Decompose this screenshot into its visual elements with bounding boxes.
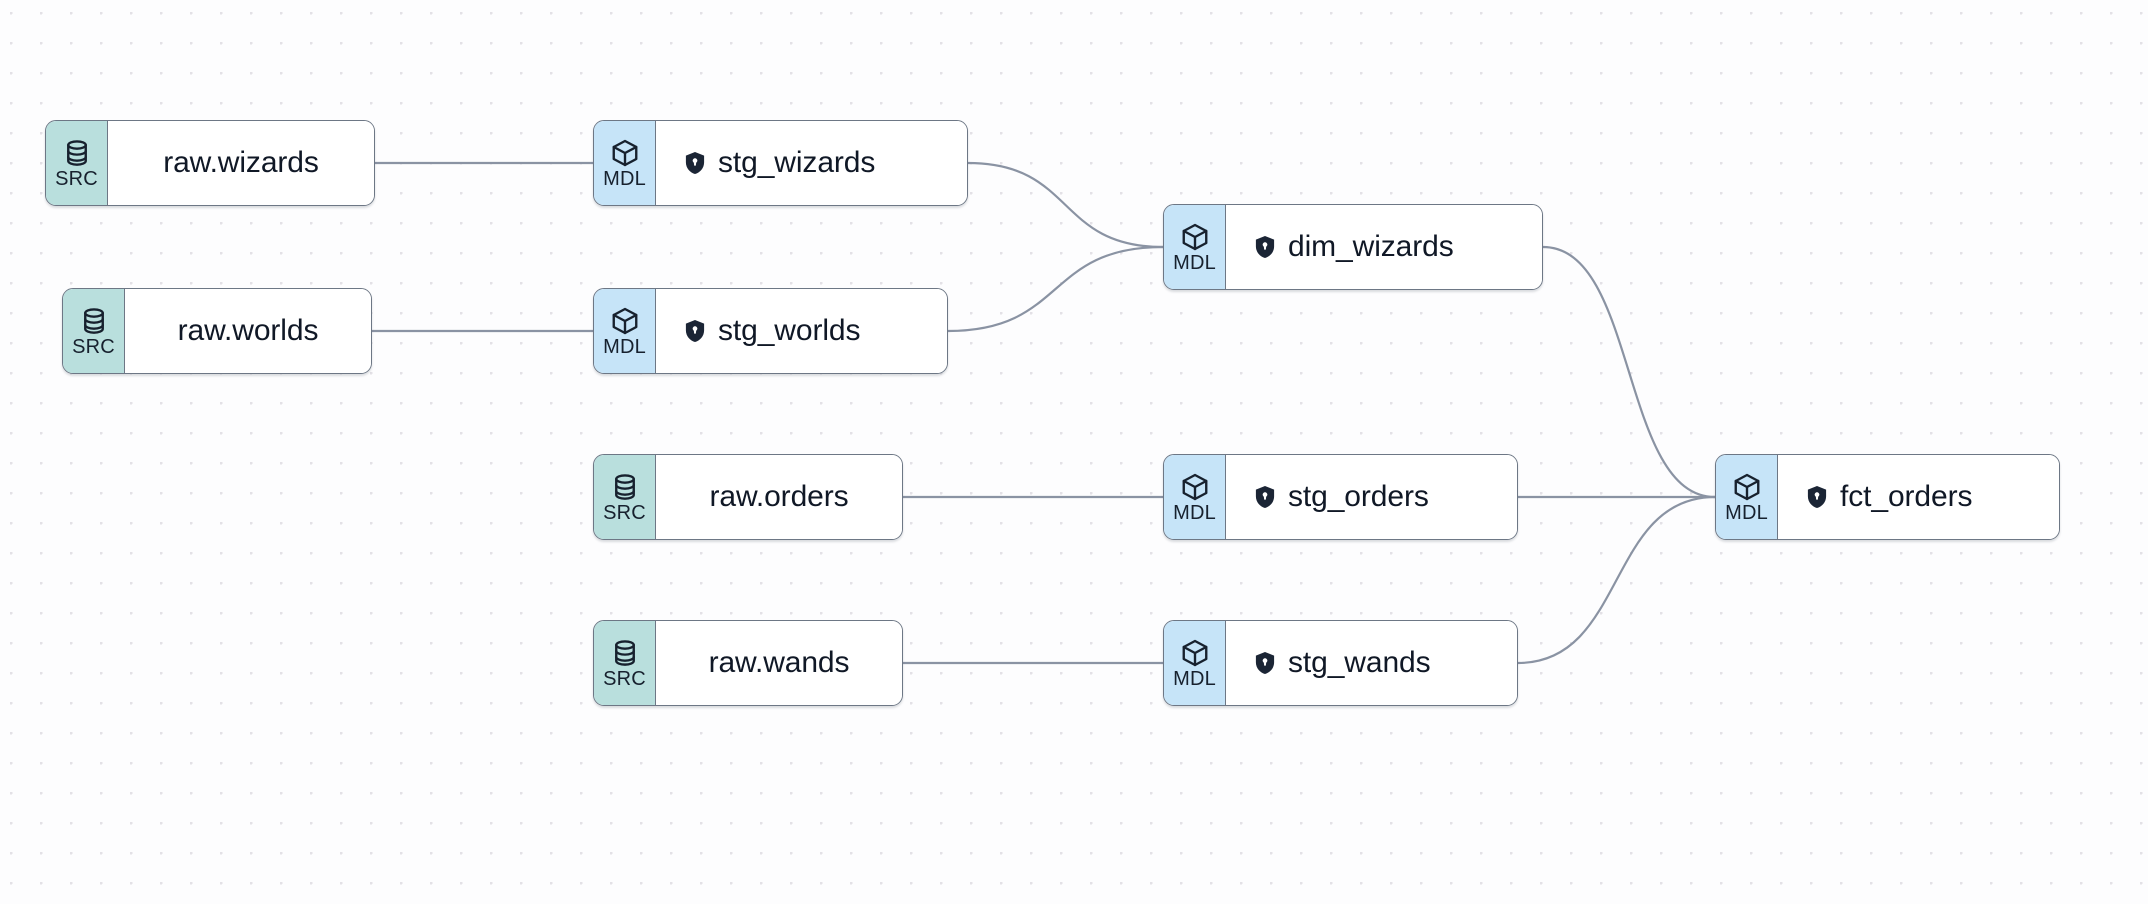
node-body: dim_wizards xyxy=(1226,205,1542,289)
node-label: raw.wands xyxy=(708,646,850,679)
cube-icon xyxy=(610,306,640,336)
node-label: fct_orders xyxy=(1840,480,1973,513)
node-type-badge-mdl: MDL xyxy=(594,289,656,373)
node-type-label: MDL xyxy=(1173,667,1216,690)
database-icon xyxy=(610,638,640,668)
node-type-badge-src: SRC xyxy=(594,455,656,539)
node-type-badge-mdl: MDL xyxy=(1164,205,1226,289)
shield-icon xyxy=(1252,650,1278,676)
database-icon xyxy=(610,472,640,502)
node-type-label: SRC xyxy=(603,501,646,524)
database-icon xyxy=(62,138,92,168)
cube-icon xyxy=(1732,472,1762,502)
node-label: raw.worlds xyxy=(177,314,319,347)
cube-icon xyxy=(610,138,640,168)
shield-icon xyxy=(1252,484,1278,510)
node-raw_wands[interactable]: SRC raw.wands xyxy=(593,620,903,706)
node-label: raw.orders xyxy=(709,480,849,513)
node-stg_wizards[interactable]: MDL stg_wizards xyxy=(593,120,968,206)
node-raw_worlds[interactable]: SRC raw.worlds xyxy=(62,288,372,374)
node-body: stg_wands xyxy=(1226,621,1517,705)
node-label: stg_orders xyxy=(1288,480,1429,513)
node-type-label: SRC xyxy=(72,335,115,358)
node-stg_orders[interactable]: MDL stg_orders xyxy=(1163,454,1518,540)
node-type-badge-mdl: MDL xyxy=(1164,455,1226,539)
node-body: stg_wizards xyxy=(656,121,967,205)
node-type-badge-mdl: MDL xyxy=(1716,455,1778,539)
shield-icon xyxy=(1252,234,1278,260)
edge-stg_wands-to-fct_orders xyxy=(1516,495,1717,665)
node-label: stg_worlds xyxy=(718,314,861,347)
node-type-badge-src: SRC xyxy=(594,621,656,705)
cube-icon xyxy=(1180,472,1210,502)
node-type-badge-src: SRC xyxy=(63,289,125,373)
node-type-label: MDL xyxy=(1173,501,1216,524)
node-fct_orders[interactable]: MDL fct_orders xyxy=(1715,454,2060,540)
shield-icon xyxy=(682,150,708,176)
node-dim_wizards[interactable]: MDL dim_wizards xyxy=(1163,204,1543,290)
edge-stg_wizards-to-dim_wizards xyxy=(966,161,1165,249)
node-body: raw.worlds xyxy=(125,289,371,373)
cube-icon xyxy=(1180,638,1210,668)
shield-icon xyxy=(682,318,708,344)
node-label: stg_wizards xyxy=(718,146,876,179)
node-raw_wizards[interactable]: SRC raw.wizards xyxy=(45,120,375,206)
cube-icon xyxy=(1180,222,1210,252)
node-label: raw.wizards xyxy=(163,146,319,179)
node-body: raw.wizards xyxy=(108,121,374,205)
node-type-label: SRC xyxy=(603,667,646,690)
node-type-label: MDL xyxy=(1725,501,1768,524)
node-body: stg_worlds xyxy=(656,289,947,373)
node-type-badge-src: SRC xyxy=(46,121,108,205)
node-body: fct_orders xyxy=(1778,455,2059,539)
node-type-label: MDL xyxy=(603,167,646,190)
database-icon xyxy=(79,306,109,336)
edge-stg_worlds-to-dim_wizards xyxy=(946,245,1165,333)
node-raw_orders[interactable]: SRC raw.orders xyxy=(593,454,903,540)
node-stg_wands[interactable]: MDL stg_wands xyxy=(1163,620,1518,706)
node-type-label: MDL xyxy=(1173,251,1216,274)
node-body: stg_orders xyxy=(1226,455,1517,539)
node-type-badge-mdl: MDL xyxy=(1164,621,1226,705)
node-type-badge-mdl: MDL xyxy=(594,121,656,205)
node-body: raw.orders xyxy=(656,455,902,539)
node-label: stg_wands xyxy=(1288,646,1431,679)
node-body: raw.wands xyxy=(656,621,902,705)
node-type-label: SRC xyxy=(55,167,98,190)
node-label: dim_wizards xyxy=(1288,230,1454,263)
node-type-label: MDL xyxy=(603,335,646,358)
edge-dim_wizards-to-fct_orders xyxy=(1541,245,1717,499)
shield-icon xyxy=(1804,484,1830,510)
node-stg_worlds[interactable]: MDL stg_worlds xyxy=(593,288,948,374)
